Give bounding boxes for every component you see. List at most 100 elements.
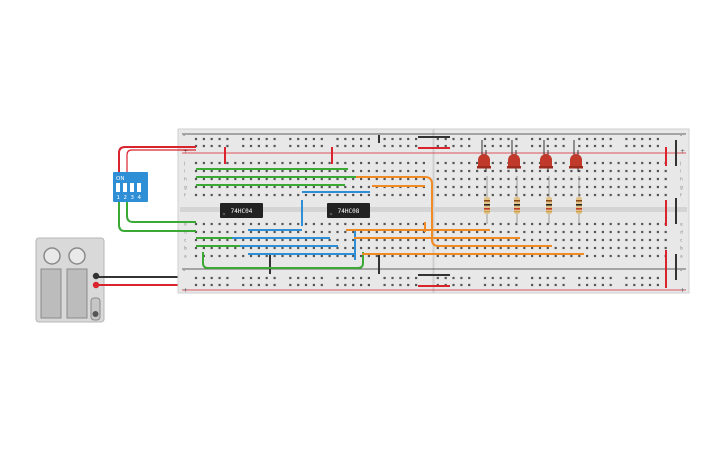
breadboard-hole[interactable] — [407, 246, 410, 250]
rail-hole[interactable] — [336, 283, 339, 287]
breadboard-hole[interactable] — [633, 222, 636, 226]
breadboard-hole[interactable] — [656, 222, 659, 226]
breadboard-hole[interactable] — [407, 169, 410, 173]
breadboard-hole[interactable] — [273, 246, 276, 250]
rail-hole[interactable] — [483, 144, 487, 148]
breadboard-hole[interactable] — [436, 177, 439, 181]
breadboard-hole[interactable] — [328, 169, 331, 173]
rail-hole[interactable] — [444, 144, 447, 148]
breadboard-hole[interactable] — [226, 246, 229, 250]
breadboard-hole[interactable] — [476, 230, 479, 234]
breadboard-hole[interactable] — [476, 193, 479, 197]
rail-hole[interactable] — [601, 144, 604, 148]
breadboard-hole[interactable] — [656, 177, 659, 181]
breadboard-hole[interactable] — [344, 230, 347, 234]
breadboard-hole[interactable] — [499, 246, 502, 250]
breadboard-hole[interactable] — [281, 254, 284, 258]
breadboard-hole[interactable] — [460, 169, 463, 173]
breadboard-hole[interactable] — [360, 254, 363, 258]
rail-hole[interactable] — [336, 276, 339, 280]
breadboard-hole[interactable] — [289, 246, 292, 250]
rail-hole[interactable] — [265, 283, 268, 287]
breadboard-hole[interactable] — [460, 238, 463, 242]
breadboard-hole[interactable] — [656, 185, 659, 189]
breadboard-hole[interactable] — [210, 238, 213, 242]
breadboard-hole[interactable] — [444, 254, 447, 258]
breadboard-hole[interactable] — [578, 238, 581, 242]
breadboard-hole[interactable] — [226, 230, 229, 234]
breadboard-hole[interactable] — [367, 169, 370, 173]
dip-power-wire-2[interactable] — [126, 149, 196, 173]
breadboard-hole[interactable] — [391, 161, 394, 165]
breadboard-hole[interactable] — [617, 246, 620, 250]
breadboard-hole[interactable] — [242, 246, 245, 250]
rail-hole[interactable] — [383, 276, 386, 280]
breadboard-hole[interactable] — [570, 230, 573, 234]
breadboard-hole[interactable] — [422, 254, 425, 258]
led[interactable] — [507, 140, 521, 172]
breadboard-hole[interactable] — [641, 246, 644, 250]
breadboard-hole[interactable] — [483, 230, 487, 234]
breadboard-hole[interactable] — [609, 161, 612, 165]
rail-hole[interactable] — [352, 283, 355, 287]
battery-pack[interactable] — [35, 237, 105, 323]
rail-hole[interactable] — [625, 144, 628, 148]
rail-hole[interactable] — [586, 144, 589, 148]
breadboard-hole[interactable] — [273, 230, 276, 234]
breadboard-hole[interactable] — [499, 238, 502, 242]
breadboard-hole[interactable] — [515, 230, 518, 234]
breadboard-hole[interactable] — [202, 238, 205, 242]
breadboard-hole[interactable] — [625, 161, 628, 165]
breadboard-hole[interactable] — [609, 238, 612, 242]
breadboard-hole[interactable] — [452, 230, 455, 234]
breadboard-hole[interactable] — [375, 161, 378, 165]
rail-hole[interactable] — [452, 137, 455, 141]
rail-hole[interactable] — [531, 137, 534, 141]
led[interactable] — [477, 140, 491, 172]
breadboard-hole[interactable] — [320, 246, 323, 250]
breadboard-hole[interactable] — [507, 169, 510, 173]
breadboard-hole[interactable] — [218, 230, 221, 234]
breadboard-hole[interactable] — [407, 177, 410, 181]
breadboard-hole[interactable] — [656, 238, 659, 242]
rail-hole[interactable] — [491, 276, 494, 280]
rail-hole[interactable] — [452, 283, 455, 287]
breadboard-hole[interactable] — [452, 222, 455, 226]
breadboard-hole[interactable] — [483, 177, 487, 181]
rail-hole[interactable] — [391, 144, 394, 148]
rail-hole[interactable] — [265, 276, 268, 280]
breadboard-hole[interactable] — [297, 193, 300, 197]
breadboard-hole[interactable] — [360, 185, 363, 189]
rail-hole[interactable] — [625, 276, 628, 280]
rail-hole[interactable] — [468, 137, 471, 141]
rail-hole[interactable] — [609, 276, 612, 280]
breadboard-hole[interactable] — [538, 238, 542, 242]
breadboard-hole[interactable] — [656, 254, 659, 258]
breadboard-hole[interactable] — [586, 230, 589, 234]
breadboard-hole[interactable] — [289, 193, 292, 197]
breadboard-hole[interactable] — [648, 185, 652, 189]
rail-hole[interactable] — [546, 283, 549, 287]
breadboard-hole[interactable] — [320, 193, 323, 197]
breadboard-hole[interactable] — [641, 169, 644, 173]
breadboard-hole[interactable] — [656, 169, 659, 173]
breadboard-hole[interactable] — [554, 254, 557, 258]
breadboard-hole[interactable] — [570, 246, 573, 250]
breadboard-hole[interactable] — [249, 230, 253, 234]
breadboard-hole[interactable] — [570, 222, 573, 226]
breadboard-hole[interactable] — [210, 161, 213, 165]
breadboard-hole[interactable] — [586, 254, 589, 258]
breadboard-hole[interactable] — [444, 185, 447, 189]
breadboard-hole[interactable] — [625, 254, 628, 258]
rail-hole[interactable] — [367, 276, 370, 280]
breadboard-hole[interactable] — [578, 254, 581, 258]
breadboard-hole[interactable] — [476, 177, 479, 181]
rail-hole[interactable] — [491, 137, 494, 141]
breadboard-hole[interactable] — [312, 169, 315, 173]
breadboard-hole[interactable] — [633, 169, 636, 173]
breadboard-hole[interactable] — [538, 169, 542, 173]
breadboard-hole[interactable] — [601, 193, 604, 197]
breadboard-hole[interactable] — [336, 193, 339, 197]
breadboard-hole[interactable] — [352, 222, 355, 226]
breadboard-hole[interactable] — [641, 222, 644, 226]
